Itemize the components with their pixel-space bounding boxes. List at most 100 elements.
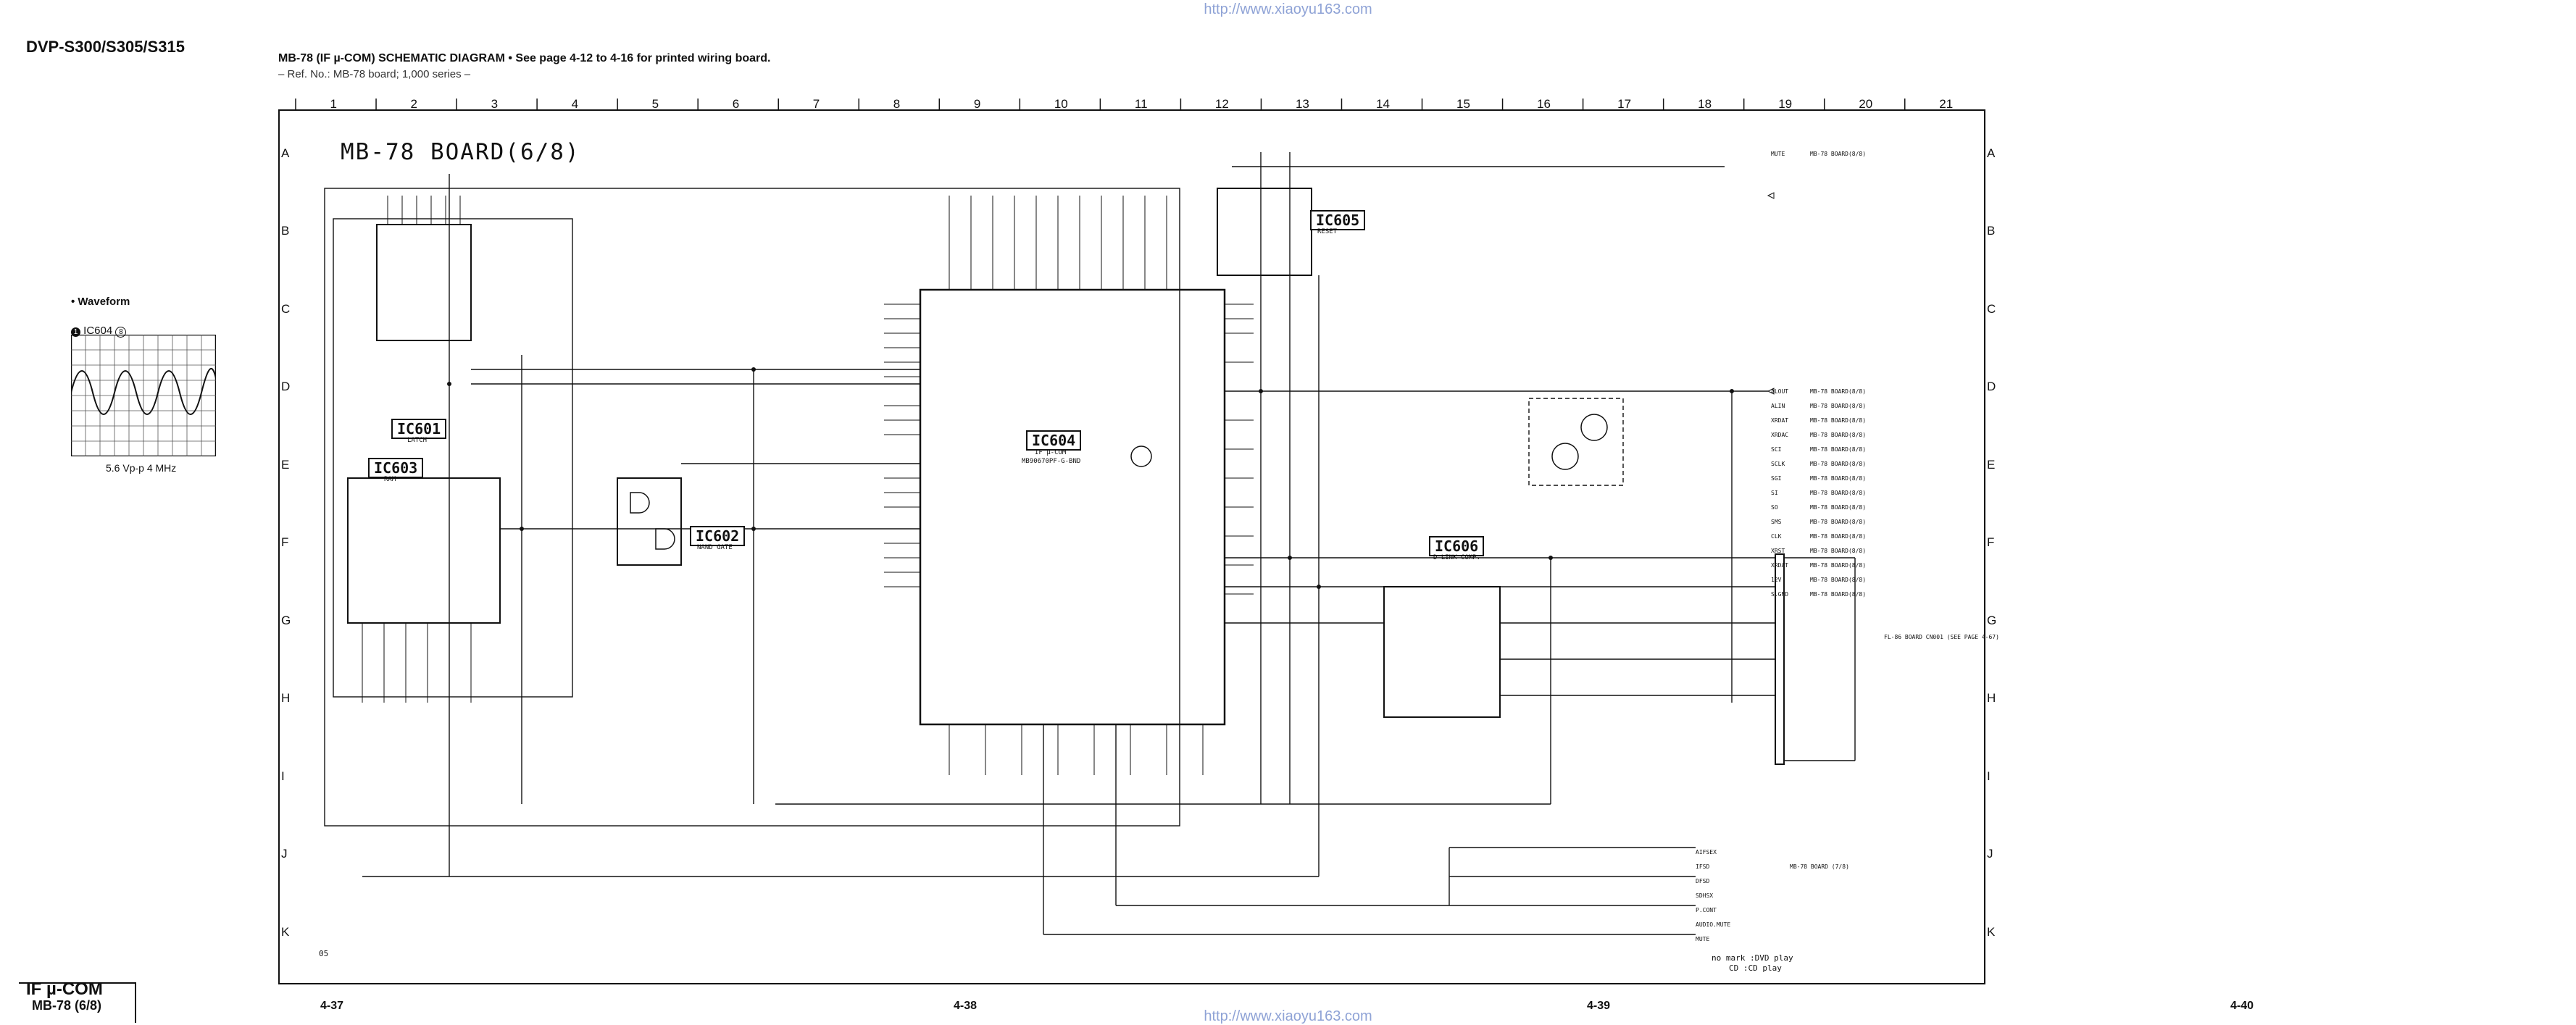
ic603-name: RAM (384, 476, 396, 483)
ruler-column-label: 5 (651, 97, 659, 111)
model-number: DVP-S300/S305/S315 (26, 38, 185, 56)
ruler-row-label: G (281, 613, 291, 627)
signal-label: MUTE (1696, 936, 1710, 942)
ruler-row-label: E (281, 457, 290, 472)
ruler-column-label: 17 (1617, 97, 1632, 111)
ruler-row-label: D (1987, 380, 1996, 394)
legend-note-2: CD :CD play (1729, 963, 1782, 973)
ruler-column-label: 4 (571, 97, 579, 111)
ruler-row-label: A (1987, 146, 1996, 160)
ic603-body (347, 477, 501, 624)
source-url-bottom[interactable]: http://www.xiaoyu163.com (1204, 1008, 1372, 1024)
ic605-body (1217, 188, 1312, 276)
signal-label: IFSD (1696, 863, 1710, 870)
signal-label: 12V (1771, 577, 1782, 583)
ruler-row-label: A (281, 146, 290, 160)
signal-label: XRDAT (1771, 562, 1789, 569)
signal-label: AIFSEX (1696, 849, 1717, 855)
ic606-name: D-LINK COMP. (1433, 554, 1481, 561)
ruler-row-label: J (281, 847, 288, 861)
ic602-label: IC602 (690, 526, 746, 546)
ruler-row-label: B (281, 224, 290, 238)
ruler-row-label: K (1987, 924, 1996, 939)
ruler-column-label: 9 (973, 97, 981, 111)
ruler-column-label: 11 (1134, 97, 1148, 111)
waveform-trace (71, 367, 216, 415)
signal-board-ref: MB-78 BOARD(8/8) (1810, 504, 1867, 511)
signal-board-ref: MB-78 BOARD(8/8) (1810, 591, 1867, 598)
ruler-row-label: F (281, 535, 289, 550)
page-number: 4-40 (2230, 1000, 2254, 1012)
source-url-top[interactable]: http://www.xiaoyu163.com (1204, 1, 1372, 17)
ruler-column-label: 8 (893, 97, 901, 111)
ic603-label: IC603 (368, 458, 424, 478)
ic605-label: IC605 (1310, 210, 1366, 230)
ruler-ticks (295, 99, 1906, 110)
ic601-body (376, 224, 472, 341)
signal-label: AUDIO.MUTE (1696, 921, 1731, 928)
ruler-row-label: F (1987, 535, 1995, 550)
waveform-scope-grid (71, 335, 216, 456)
signal-board-ref: MB-78 BOARD(8/8) (1810, 403, 1867, 409)
page-number: 4-39 (1587, 1000, 1611, 1012)
ruler-row-label: G (1987, 613, 1997, 627)
ic604-name: IF µ-COM (1035, 449, 1067, 456)
ruler-column-label: 15 (1456, 97, 1470, 111)
signal-board-ref: MB-78 BOARD(8/8) (1810, 151, 1867, 157)
signal-board-ref: MB-78 BOARD(8/8) (1810, 519, 1867, 525)
ic606-body (1383, 586, 1501, 718)
waveform-ic-label: IC604 (83, 325, 113, 337)
signal-label: ALOUT (1771, 388, 1789, 395)
ruler-column-label: 12 (1214, 97, 1229, 111)
footer-section-sub: MB-78 (6/8) (32, 998, 102, 1013)
footer-corner-box (19, 982, 136, 1023)
signal-board-ref: MB-78 BOARD(8/8) (1810, 475, 1867, 482)
ruler-column-label: 20 (1859, 97, 1873, 111)
signal-label: SO (1771, 504, 1778, 511)
ic601-label: IC601 (391, 419, 447, 439)
legend-note-1: no mark :DVD play (1712, 953, 1793, 963)
signal-label: SMS (1771, 519, 1782, 525)
signal-board-ref: MB-78 BOARD(8/8) (1810, 417, 1867, 424)
ic602-name: NAND GATE (697, 544, 733, 551)
signal-label: P.CONT (1696, 907, 1717, 913)
board-title: MB-78 BOARD(6/8) (341, 139, 580, 165)
ruler-row-label: H (281, 691, 291, 706)
waveform-heading: • Waveform (71, 296, 130, 308)
ic604-body (919, 288, 1226, 726)
ruler-column-label: 14 (1376, 97, 1390, 111)
ruler-column-label: 7 (812, 97, 820, 111)
signal-label: ALIN (1771, 403, 1785, 409)
ruler-column-label: 21 (1939, 97, 1954, 111)
ruler-row-label: I (281, 769, 285, 783)
page-number: 4-38 (954, 1000, 978, 1012)
ic602-body (617, 477, 682, 566)
signal-label: SGI (1771, 475, 1782, 482)
ruler-column-label: 10 (1054, 97, 1068, 111)
ruler-column-label: 13 (1295, 97, 1309, 111)
signal-board-ref: MB-78 BOARD(8/8) (1810, 490, 1867, 496)
signal-board-ref: MB-78 BOARD(8/8) (1810, 388, 1867, 395)
bottom-signal-ref: MB-78 BOARD (7/8) (1790, 863, 1849, 870)
signal-board-ref: MB-78 BOARD(8/8) (1810, 461, 1867, 467)
signal-label: XRST (1771, 548, 1785, 554)
signal-label: MUTE (1771, 151, 1785, 157)
ruler-column-label: 2 (410, 97, 418, 111)
ruler-row-label: H (1987, 691, 1996, 706)
schematic-frame (278, 99, 1985, 984)
ic606-label: IC606 (1429, 536, 1485, 556)
signal-label: DFSD (1696, 878, 1710, 884)
ruler-column-label: 6 (732, 97, 740, 111)
signal-label: SI (1771, 490, 1778, 496)
waveform-pin-badge: 8 (115, 327, 127, 338)
signal-board-ref: MB-78 BOARD(8/8) (1810, 446, 1867, 453)
connector-cn001 (1775, 553, 1785, 765)
ruler-row-label: K (281, 924, 290, 939)
signal-board-ref: MB-78 BOARD(8/8) (1810, 533, 1867, 540)
ruler-row-label: J (1987, 847, 1993, 861)
ic604-part: MB90670PF-G-BND (1022, 458, 1081, 465)
signal-board-ref: MB-78 BOARD(8/8) (1810, 432, 1867, 438)
signal-board-ref: MB-78 BOARD(8/8) (1810, 562, 1867, 569)
ruler-row-label: C (1987, 301, 1996, 316)
right-connector-ref: FL-86 BOARD CN001 (SEE PAGE 4-67) (1884, 634, 1999, 640)
